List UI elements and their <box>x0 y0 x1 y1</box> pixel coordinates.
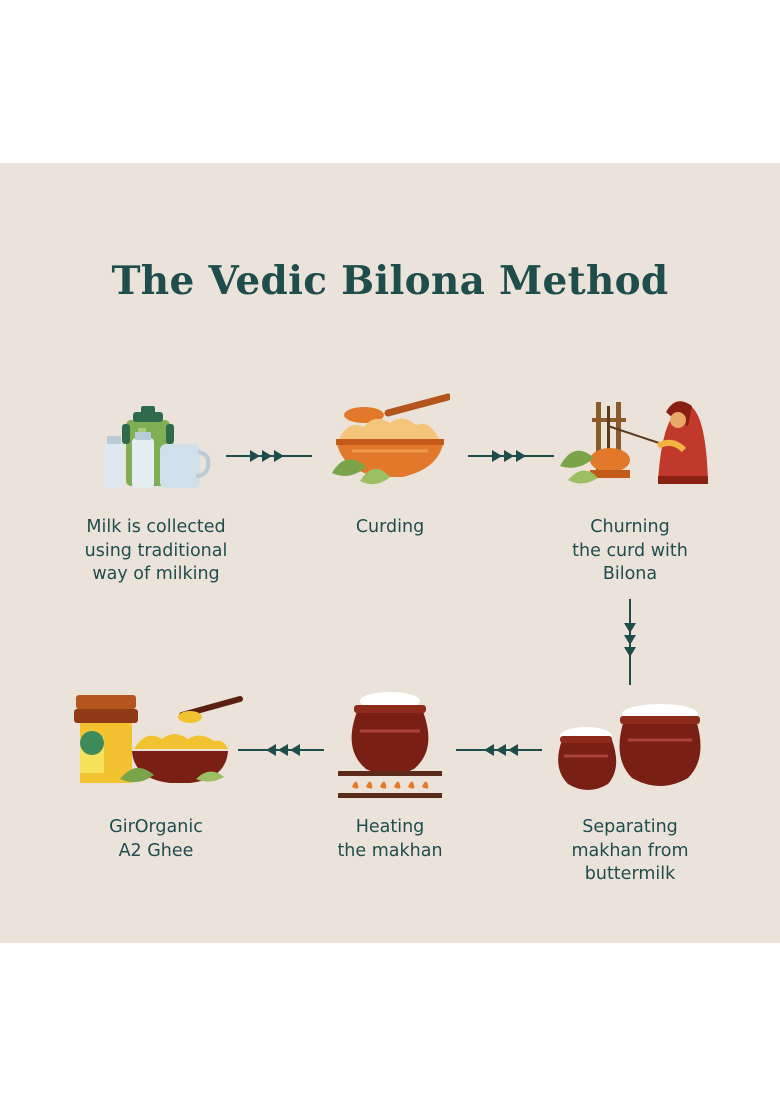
caption-line: Curding <box>355 517 425 537</box>
arrow-right-icon <box>226 450 312 462</box>
heating-pot-icon <box>338 692 442 798</box>
curd-bowl-icon <box>332 393 450 485</box>
caption-line: buttermilk <box>584 864 676 884</box>
caption-line: the curd with <box>572 540 688 561</box>
arrow-right-icon <box>468 450 554 462</box>
caption-line: A2 Ghee <box>118 840 194 861</box>
caption-line: using traditional <box>84 540 228 561</box>
caption-line: GirOrganic <box>109 817 203 837</box>
caption-line: way of milking <box>92 564 220 584</box>
caption-line: Churning <box>590 517 670 537</box>
ghee-jar-icon <box>74 695 243 783</box>
infographic-panel: The Vedic Bilona Method Milk is collecte… <box>0 163 780 943</box>
caption-line: Separating <box>582 817 678 837</box>
caption-line: Milk is collected <box>86 517 226 537</box>
page-title: The Vedic Bilona Method <box>111 258 669 304</box>
caption-line: the makhan <box>337 840 443 861</box>
bilona-churning-icon <box>560 401 708 484</box>
makhan-pots-icon <box>558 704 701 790</box>
caption-line: Heating <box>355 817 425 837</box>
caption-line: makhan from <box>571 840 689 861</box>
arrow-left-icon <box>456 744 542 756</box>
arrow-down-icon <box>624 599 636 685</box>
arrow-left-icon <box>238 744 324 756</box>
milk-cans-icon <box>104 406 211 488</box>
caption-line: Bilona <box>602 564 658 584</box>
